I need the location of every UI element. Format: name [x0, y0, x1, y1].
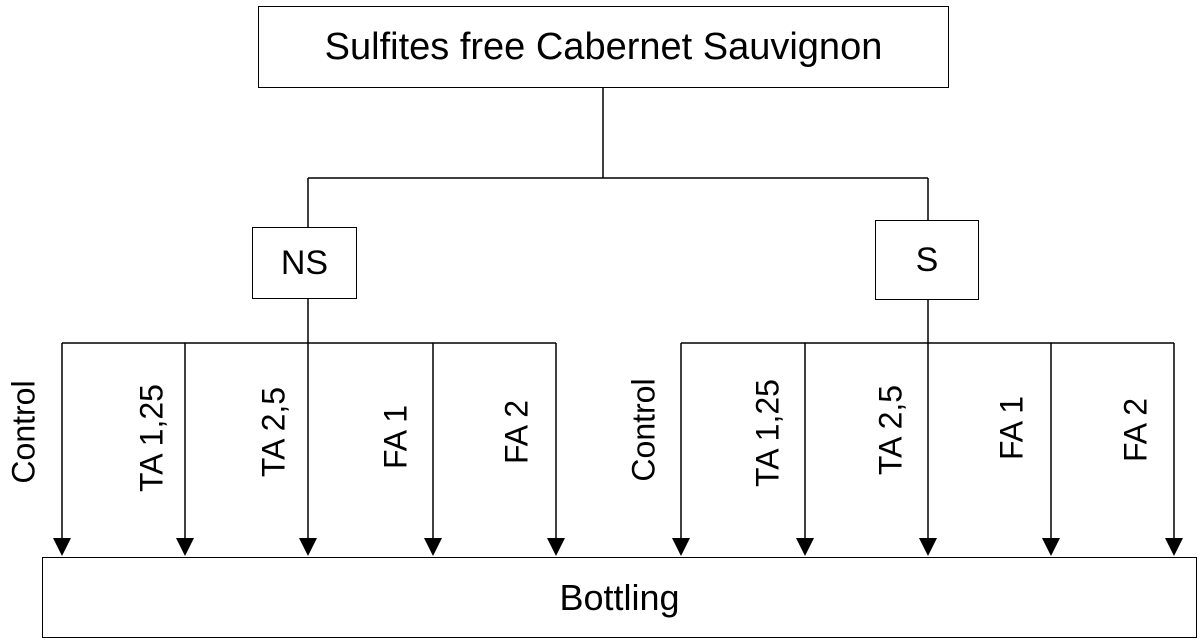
root-node-label: Sulfites free Cabernet Sauvignon	[324, 25, 883, 68]
ns-treatment-label-ta125: TA 1,25	[133, 384, 170, 492]
s-arrowhead-ta125	[796, 538, 814, 556]
ns-treatment-label-control: Control	[5, 380, 42, 484]
s-treatment-label-fa1: FA 1	[993, 395, 1030, 461]
ns-arrowhead-fa1	[424, 538, 442, 556]
s-treatment-label-fa2: FA 2	[1117, 397, 1154, 463]
root-node-box: Sulfites free Cabernet Sauvignon	[258, 6, 949, 88]
ns-treatment-label-fa1: FA 1	[377, 404, 414, 470]
bottling-node-box: Bottling	[42, 557, 1197, 638]
ns-treatment-label-ta25: TA 2,5	[255, 386, 292, 478]
s-arrowhead-control	[672, 538, 690, 556]
group-node-ns-label: NS	[280, 243, 329, 282]
ns-arrowhead-ta125	[176, 538, 194, 556]
group-node-s-box: S	[875, 220, 979, 300]
s-arrowhead-ta25	[919, 538, 937, 556]
s-treatment-label-ta125: TA 1,25	[749, 379, 786, 487]
s-arrowhead-fa1	[1042, 538, 1060, 556]
group-node-ns-box: NS	[252, 227, 357, 299]
s-treatment-label-control: Control	[625, 378, 662, 482]
ns-treatment-label-fa2: FA 2	[498, 399, 535, 465]
s-treatment-label-ta25: TA 2,5	[872, 384, 909, 476]
ns-arrowhead-ta25	[299, 538, 317, 556]
ns-arrowhead-control	[53, 538, 71, 556]
ns-arrowhead-fa2	[547, 538, 565, 556]
group-node-s-label: S	[915, 240, 939, 279]
bottling-node-label: Bottling	[559, 576, 680, 618]
s-arrowhead-fa2	[1165, 538, 1183, 556]
